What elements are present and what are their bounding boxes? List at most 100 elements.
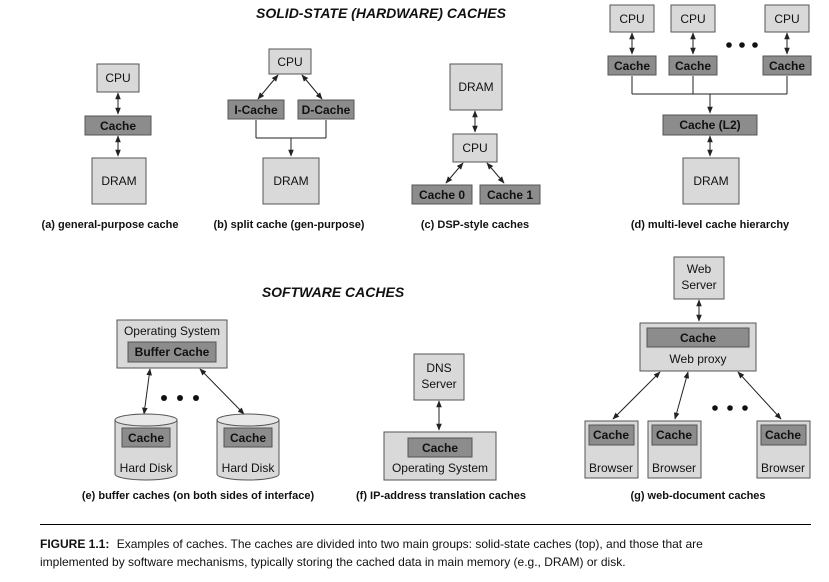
d-cache-box <box>297 99 355 120</box>
cpu-label: CPU <box>680 12 705 26</box>
panel-f-ip-address-translation-caches: DNS Server Cache Operating System (f) IP… <box>356 353 526 502</box>
edge-os-disk-left <box>142 368 152 415</box>
panel-d-multi-level-cache-hierarchy: CPU CPU CPU Cache Cache Cache Cache (L2)… <box>607 4 812 231</box>
panel-c-dsp-style-caches: DRAM CPU Cache 0 Cache 1 (c) DSP-style c… <box>411 63 541 231</box>
cache-box <box>84 115 152 136</box>
cache-label: Cache <box>769 59 805 73</box>
web-server-label-line2: Server <box>681 278 716 292</box>
i-cache-label: I-Cache <box>234 103 278 117</box>
cache-box <box>762 55 812 76</box>
figure-caption-line1: FIGURE 1.1: Examples of caches. The cach… <box>40 537 703 551</box>
dns-server-label-line1: DNS <box>426 361 451 375</box>
hard-disk-right: Cache Hard Disk <box>216 413 280 481</box>
cache-l2-box <box>662 114 758 136</box>
cache-box <box>760 424 807 446</box>
cache-label: Cache <box>593 428 629 442</box>
cpu-label: CPU <box>462 141 487 155</box>
cpu-box <box>670 4 716 33</box>
caption-c: (c) DSP-style caches <box>421 219 529 231</box>
cache-box <box>646 327 750 348</box>
ellipsis-dot <box>739 42 745 48</box>
buffer-cache-label: Buffer Cache <box>135 345 210 359</box>
caption-e: (e) buffer caches (on both sides of inte… <box>82 490 315 502</box>
hard-disk-label: Hard Disk <box>120 461 174 475</box>
ellipsis-dot <box>712 405 718 411</box>
cpu-box <box>609 4 655 33</box>
panel-e-buffer-caches: Operating System Buffer Cache Cache Hard… <box>82 319 315 502</box>
dram-label: DRAM <box>273 174 308 188</box>
i-cache-box <box>227 99 285 120</box>
software-section-title: SOFTWARE CACHES <box>262 284 405 300</box>
dram-label: DRAM <box>693 174 728 188</box>
cache-box <box>607 55 657 76</box>
dram-box <box>449 63 503 111</box>
cache-label: Cache <box>656 428 692 442</box>
web-proxy-label: Web proxy <box>669 352 726 366</box>
cache-box <box>588 424 635 446</box>
cpu-box <box>268 48 312 75</box>
dns-server-box <box>413 353 465 401</box>
cache-label: Cache <box>675 59 711 73</box>
hardware-section-title: SOLID-STATE (HARDWARE) CACHES <box>256 5 507 21</box>
ellipsis-dot <box>193 395 199 401</box>
cache-l2-label: Cache (L2) <box>679 118 740 132</box>
cache-label: Cache <box>680 331 716 345</box>
dram-box <box>91 157 147 205</box>
ellipsis-dot <box>161 395 167 401</box>
edge-proxy-browser <box>737 371 782 420</box>
panel-b-split-cache: CPU I-Cache D-Cache DRAM (b) split cache… <box>214 48 365 231</box>
ellipsis-dot <box>742 405 748 411</box>
dram-box <box>262 157 320 205</box>
cpu-box <box>96 63 140 93</box>
hard-disk-left: Cache Hard Disk <box>114 413 178 481</box>
edge-cpu-cache1 <box>486 162 505 184</box>
ellipsis-dot <box>177 395 183 401</box>
cache-label: Cache <box>765 428 801 442</box>
cache-label: Cache <box>128 431 164 445</box>
ellipsis-dot <box>752 42 758 48</box>
browser-label: Browser <box>652 461 696 475</box>
panel-a-general-purpose-cache: CPU Cache DRAM (a) general-purpose cache <box>42 63 179 231</box>
caption-b: (b) split cache (gen-purpose) <box>214 219 365 231</box>
cache-label: Cache <box>230 431 266 445</box>
web-server-box <box>673 256 725 300</box>
edge-cpu-cache0 <box>445 162 464 184</box>
operating-system-label: Operating System <box>392 461 488 475</box>
edge-os-disk-right <box>199 368 245 415</box>
cache-box <box>668 55 718 76</box>
caption-f: (f) IP-address translation caches <box>356 490 526 502</box>
dram-box <box>682 157 740 205</box>
dram-label: DRAM <box>101 174 136 188</box>
cpu-label: CPU <box>105 71 130 85</box>
operating-system-label: Operating System <box>124 324 220 338</box>
caption-d: (d) multi-level cache hierarchy <box>631 219 790 231</box>
web-server-label-line1: Web <box>687 262 712 276</box>
cpu-label: CPU <box>774 12 799 26</box>
dram-label: DRAM <box>458 80 493 94</box>
cpu-label: CPU <box>277 55 302 69</box>
cache-box <box>651 424 698 446</box>
disk-cylinder-top <box>216 413 280 427</box>
cache-label: Cache <box>614 59 650 73</box>
cpu-box <box>764 4 810 33</box>
ellipsis-dot <box>726 42 732 48</box>
figure-text-line1: Examples of caches. The caches are divid… <box>117 537 703 551</box>
cache-box <box>407 437 473 458</box>
browser-label: Browser <box>589 461 633 475</box>
cache-0-box <box>411 184 473 205</box>
caption-a: (a) general-purpose cache <box>42 219 179 231</box>
cache-label: Cache <box>422 441 458 455</box>
ellipsis-dot <box>727 405 733 411</box>
browser-label: Browser <box>761 461 805 475</box>
panel-g-web-document-caches: Web Server Cache Web proxy Cache Browser… <box>584 256 811 502</box>
edge-proxy-browser <box>673 371 690 420</box>
edge-cpu-icache <box>257 74 279 100</box>
cache-box <box>223 427 273 448</box>
cache-1-label: Cache 1 <box>487 188 533 202</box>
edge-cpu-dcache <box>301 74 323 100</box>
figure-caption-line2: implemented by software mechanisms, typi… <box>40 555 626 569</box>
caption-divider <box>40 524 811 525</box>
cpu-label: CPU <box>619 12 644 26</box>
figure-label: FIGURE 1.1: <box>40 537 109 551</box>
